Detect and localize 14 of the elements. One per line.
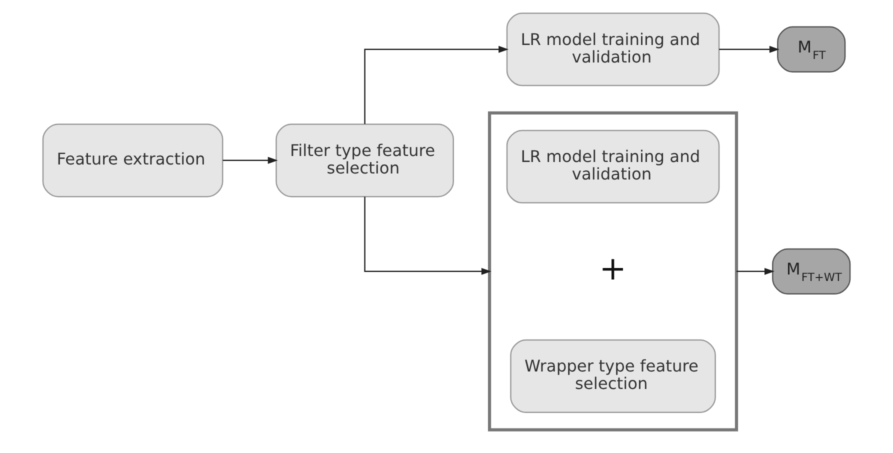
node-box: LR model training and validation	[506, 130, 720, 204]
arrow	[736, 268, 774, 275]
arrow	[364, 46, 509, 124]
arrow	[719, 46, 780, 53]
cluster	[488, 111, 738, 432]
node-box: Filter type feature selection	[276, 124, 454, 198]
node-box: M$_{FT+WT}$	[772, 248, 851, 294]
node-box: LR model training and validation	[506, 12, 720, 86]
node-box: Wrapper type feature selection	[510, 339, 716, 413]
node-box: M$_{FT}$	[777, 26, 846, 72]
node-box: Feature extraction	[42, 124, 224, 198]
arrow	[222, 156, 278, 164]
label: +	[599, 249, 626, 288]
arrow	[364, 196, 492, 275]
